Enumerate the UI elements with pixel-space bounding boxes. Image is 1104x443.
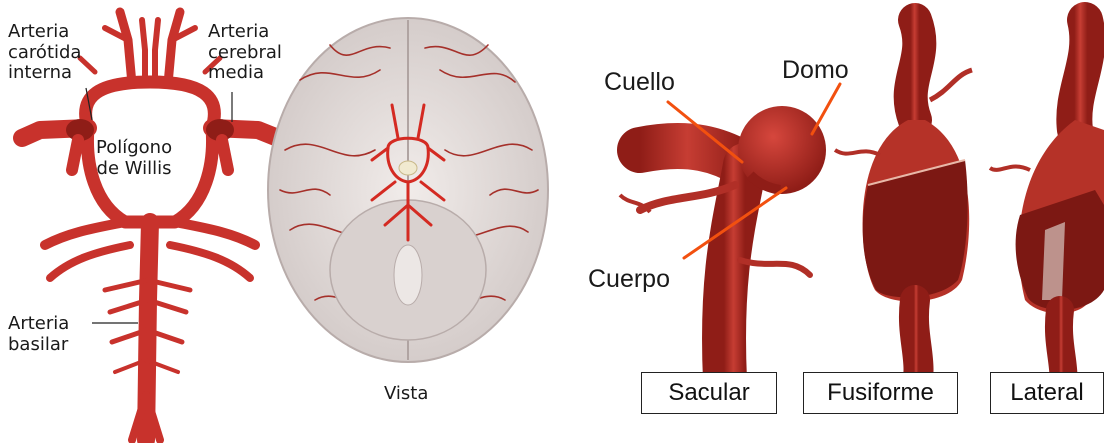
saccular-type-label: Sacular [641,372,777,414]
carotid-artery-label: Arteria carótida interna [8,22,81,84]
middle-cerebral-artery-label: Arteria cerebral media [208,22,282,84]
dome-pointer-line [812,84,840,134]
fusiform-aneurysm [835,20,972,395]
lateral-type-label: Lateral [990,372,1104,414]
body-label: Cuerpo [588,265,670,294]
fusiform-type-label: Fusiforme [803,372,958,414]
dome-label: Domo [782,56,849,85]
willis-polygon-label: Polígono de Willis [96,138,172,179]
basilar-artery-label: Arteria basilar [8,314,69,355]
brain-inferior-view [268,18,548,362]
lateral-aneurysm [990,20,1104,400]
neck-label: Cuello [604,68,675,97]
brain-view-label: Vista [384,384,428,405]
